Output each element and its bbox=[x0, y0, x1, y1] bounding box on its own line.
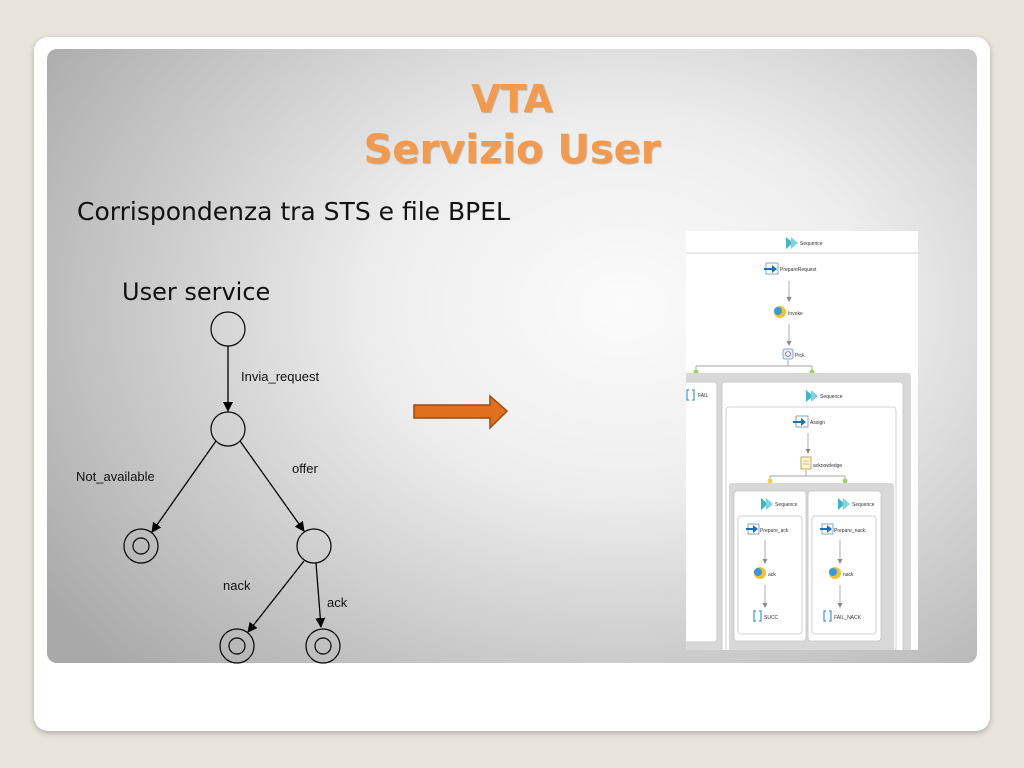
bpel-invoke-label: Invoke bbox=[788, 311, 803, 317]
bpel-pick: Pick bbox=[782, 348, 805, 360]
bpel-sequence-top: Sequence bbox=[786, 237, 823, 249]
bpel-diagram: Sequence PrepareRequest Invoke Pick bbox=[686, 237, 918, 650]
bpel-prepare-ack: Prepare_ack bbox=[746, 523, 789, 535]
bpel-sequence-right-label: Sequence bbox=[852, 502, 875, 508]
bpel-assign-label: Assign bbox=[810, 420, 825, 426]
bpel-sequence-mid: Sequence bbox=[806, 390, 843, 402]
bpel-prepare-request-label: PrepareRequest bbox=[780, 267, 817, 273]
bpel-acknowledge-label: acknowledge bbox=[813, 463, 842, 469]
bpel-process-view: Sequence PrepareRequest Invoke Pick bbox=[686, 231, 918, 650]
bpel-acknowledge: acknowledge bbox=[800, 456, 842, 470]
bpel-prepare-request: PrepareRequest bbox=[764, 262, 817, 275]
bpel-nack-label: nack bbox=[843, 572, 854, 578]
bpel-sequence-left: Sequence bbox=[761, 498, 798, 510]
edge-offer bbox=[239, 440, 305, 532]
edge-not-available bbox=[151, 440, 217, 533]
bpel-sequence-mid-label: Sequence bbox=[820, 394, 843, 400]
slide-title-subline: Servizio User bbox=[363, 127, 661, 173]
bpel-prepare-nack: Prepare_nack bbox=[820, 523, 866, 535]
state-final-not-available bbox=[123, 528, 159, 564]
bpel-sequence-left-label: Sequence bbox=[775, 502, 798, 508]
state-offer bbox=[296, 528, 332, 564]
bpel-sequence-right: Sequence bbox=[838, 498, 875, 510]
service-label: User service bbox=[122, 278, 271, 306]
state-final-nack bbox=[219, 628, 255, 664]
edge-ack bbox=[315, 562, 326, 628]
bpel-succ-label: SUCC bbox=[764, 615, 779, 621]
bpel-fail-label: FAIL bbox=[698, 393, 709, 399]
state-final-ack bbox=[305, 628, 341, 664]
state-initial bbox=[210, 311, 246, 347]
bpel-fail-nack-label: FAIL_NACK bbox=[834, 615, 862, 621]
correspondence-arrow bbox=[413, 394, 509, 430]
bpel-fail-nack: FAIL_NACK bbox=[823, 610, 862, 622]
label-invia-request: Invia_request bbox=[241, 369, 319, 384]
bpel-prepare-nack-label: Prepare_nack bbox=[834, 528, 866, 534]
slide-title: VTA bbox=[471, 77, 553, 121]
label-nack: nack bbox=[223, 578, 251, 593]
bpel-invoke: Invoke bbox=[774, 306, 803, 318]
bpel-assign: Assign bbox=[793, 415, 825, 428]
bpel-nack-invoke: nack bbox=[829, 567, 854, 579]
edge-nack bbox=[247, 560, 305, 633]
label-ack: ack bbox=[327, 595, 348, 610]
bpel-succ: SUCC bbox=[753, 610, 779, 622]
bpel-sequence-top-label: Sequence bbox=[800, 241, 823, 247]
bpel-pick-label: Pick bbox=[795, 353, 805, 359]
bpel-ack-label: ack bbox=[768, 572, 776, 578]
slide-subtitle: Corrispondenza tra STS e file BPEL bbox=[77, 197, 510, 226]
bpel-prepare-ack-label: Prepare_ack bbox=[760, 528, 789, 534]
state-requested bbox=[210, 411, 246, 447]
bpel-ack-invoke: ack bbox=[754, 567, 776, 579]
label-not-available: Not_available bbox=[76, 469, 155, 484]
bpel-fail: FAIL bbox=[686, 381, 718, 643]
label-offer: offer bbox=[292, 461, 318, 476]
